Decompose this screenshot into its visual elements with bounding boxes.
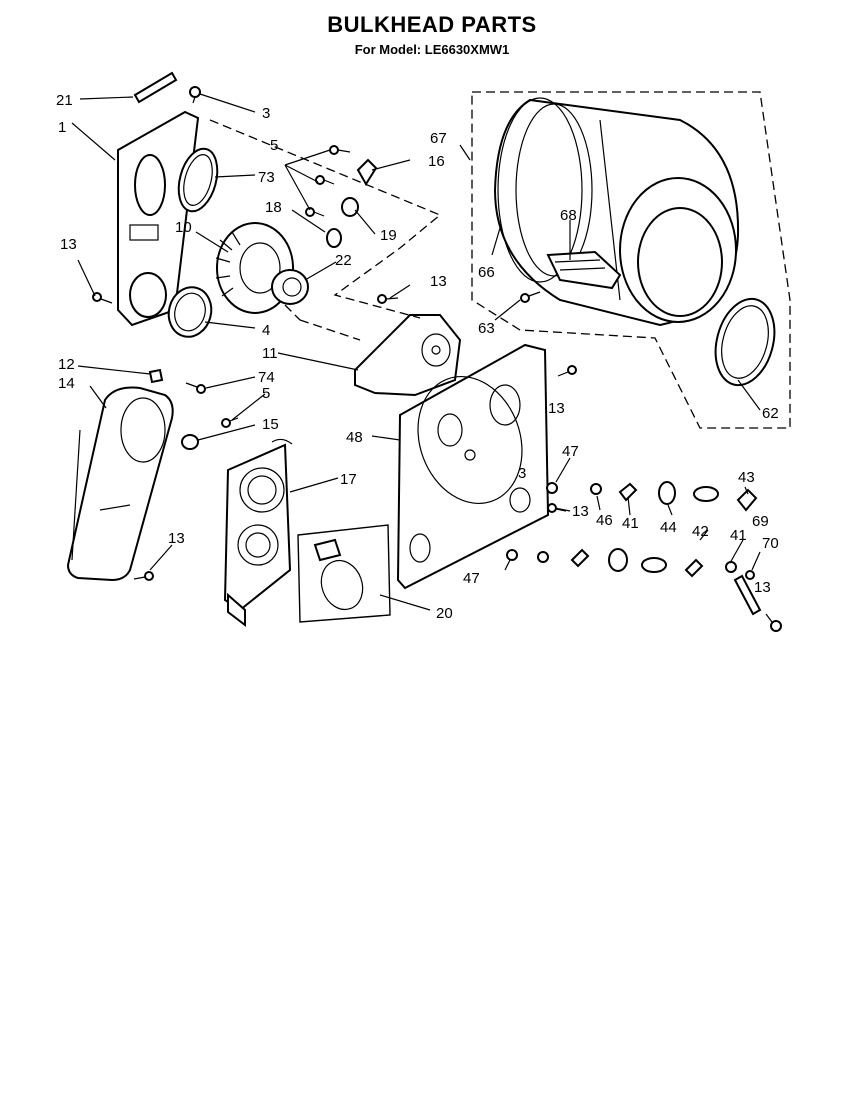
label-68: 68 <box>560 207 577 224</box>
label-5-lower: 5 <box>262 385 270 402</box>
label-41-right: 41 <box>730 527 747 544</box>
part-18-bushing <box>326 228 342 248</box>
label-69: 69 <box>752 513 769 530</box>
part-13-screw-left <box>92 292 113 304</box>
part-48-rear-bulkhead <box>396 343 550 590</box>
diagram-title: BULKHEAD PARTS <box>327 12 537 37</box>
part-1-front-panel <box>117 110 200 327</box>
part-11-blower-housing <box>354 314 462 397</box>
part-46-washer-lower <box>537 551 549 563</box>
part-22-impeller <box>271 269 309 305</box>
part-5-screw-lower <box>221 417 239 428</box>
label-13-blower: 13 <box>430 273 447 290</box>
label-21: 21 <box>56 92 73 109</box>
part-14-side-panel <box>66 386 174 582</box>
part-73-seal <box>177 147 219 213</box>
label-20: 20 <box>436 605 453 622</box>
part-74-screw <box>185 382 206 394</box>
part-4-gasket <box>167 286 213 338</box>
part-69-washer <box>725 561 737 573</box>
label-46: 46 <box>596 512 613 529</box>
label-48: 48 <box>346 429 363 446</box>
part-42-axle-lower <box>641 557 667 573</box>
part-20-kit-box <box>297 524 391 623</box>
label-22: 22 <box>335 252 352 269</box>
label-42: 42 <box>692 523 709 540</box>
label-47-top: 47 <box>562 443 579 460</box>
label-13-roller: 13 <box>572 503 589 520</box>
label-13-bulkhead: 13 <box>548 400 565 417</box>
label-63: 63 <box>478 320 495 337</box>
label-19: 19 <box>380 227 397 244</box>
part-41-clip-upper <box>618 482 638 502</box>
label-43: 43 <box>738 469 755 486</box>
label-18: 18 <box>265 199 282 216</box>
part-21-bracket <box>133 71 178 104</box>
part-43-bracket <box>736 488 758 512</box>
part-66-drum <box>493 97 740 327</box>
label-70: 70 <box>762 535 779 552</box>
label-44: 44 <box>660 519 677 536</box>
label-66: 66 <box>478 264 495 281</box>
part-12-clip <box>148 368 164 384</box>
label-12: 12 <box>58 356 75 373</box>
label-13-rod: 13 <box>754 579 771 596</box>
label-4: 4 <box>262 322 270 339</box>
part-47-washer-lower <box>506 549 518 561</box>
part-47-washer-upper <box>546 482 558 494</box>
part-68-baffle <box>546 250 622 290</box>
part-62-drum-seal <box>714 297 776 387</box>
part-63-screw <box>520 291 541 303</box>
label-10: 10 <box>175 219 192 236</box>
label-13-left: 13 <box>60 236 77 253</box>
label-5-top: 5 <box>270 137 278 154</box>
label-41-upper: 41 <box>622 515 639 532</box>
label-62: 62 <box>762 405 779 422</box>
label-47-bottom: 47 <box>463 570 480 587</box>
drum-assembly-boundary <box>471 91 791 429</box>
label-14: 14 <box>58 375 75 392</box>
label-16: 16 <box>428 153 445 170</box>
part-17-heater-assembly <box>223 438 293 628</box>
label-67: 67 <box>430 130 447 147</box>
part-41-clip-lower <box>570 548 590 568</box>
label-13-panel: 13 <box>168 530 185 547</box>
part-13-screw-upper <box>377 294 399 304</box>
label-15: 15 <box>262 416 279 433</box>
model-subtitle: For Model: LE6630XMW1 <box>354 42 510 57</box>
part-41-clip-right <box>684 558 704 578</box>
belt-path-dashed <box>209 119 442 341</box>
part-42-axle-upper <box>693 486 719 502</box>
label-17: 17 <box>340 471 357 488</box>
part-15-bushing <box>181 434 199 450</box>
label-73: 73 <box>258 169 275 186</box>
part-44-roller-upper <box>658 481 676 505</box>
part-13-screw-rod <box>765 613 782 632</box>
part-13-screw-bottom <box>133 571 154 581</box>
label-3-small: 3 <box>518 465 526 482</box>
part-44-roller-lower <box>608 548 628 572</box>
label-11: 11 <box>262 345 278 362</box>
part-3-screw <box>189 86 201 104</box>
part-16-clip <box>356 158 378 186</box>
part-46-washer <box>590 483 602 495</box>
part-13-screw-bulkhead <box>557 365 577 377</box>
label-1: 1 <box>58 119 66 136</box>
label-3: 3 <box>262 105 270 122</box>
part-19-bushing <box>341 197 359 217</box>
part-70-support-rod <box>733 570 762 616</box>
label-74: 74 <box>258 369 275 386</box>
leader-lines <box>71 93 761 611</box>
